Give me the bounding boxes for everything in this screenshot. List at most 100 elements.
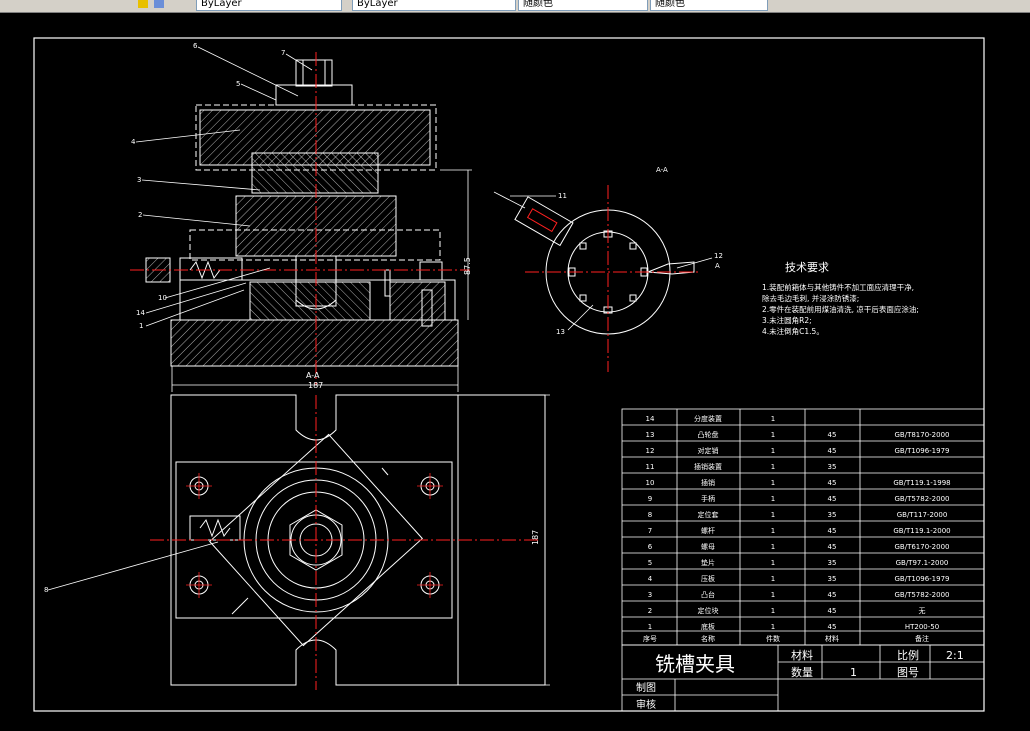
bom-cell: 10 — [646, 479, 655, 487]
bom-cell: 45 — [828, 495, 837, 503]
color-select[interactable]: ByLayer — [196, 0, 342, 11]
bom-cell: 9 — [648, 495, 652, 503]
bom-cell: 1 — [771, 511, 775, 519]
bom-cell: 凸台 — [701, 590, 715, 599]
bom-cell: GB/T8170-2000 — [894, 431, 949, 439]
tech-notes: 1.装配前箱体与其他铸件不加工面应清理干净, 除去毛边毛刺, 并浸涂防锈漆; 2… — [762, 282, 919, 336]
lineweight-select[interactable]: 随颜色 — [518, 0, 648, 11]
bom-cell: 底板 — [701, 622, 715, 631]
bom-header-cell: 序号 — [643, 634, 657, 643]
bom-cell: 2 — [648, 607, 652, 615]
bom-cell: GB/T5782-2000 — [894, 495, 949, 503]
bom-cell: 3 — [648, 591, 652, 599]
bom-cell: 插销 — [701, 478, 715, 487]
label-13: 13 — [556, 328, 565, 336]
bom-header-cell: 备注 — [915, 634, 929, 643]
bom-cell: 14 — [646, 415, 655, 423]
label-11: 11 — [558, 192, 567, 200]
bom-cell: 45 — [828, 447, 837, 455]
tech-note-5: 4.未注倒角C1.5。 — [762, 326, 824, 336]
bom-cell: 6 — [648, 543, 653, 551]
label-6: 6 — [193, 42, 198, 50]
bom-cell: 1 — [771, 607, 775, 615]
drawing-no-label: 图号 — [897, 666, 919, 679]
bom-cell: 凸轮盘 — [698, 430, 719, 439]
label-1: 1 — [139, 322, 143, 330]
bom-cell: 35 — [828, 463, 837, 471]
dim-plan: 187 — [531, 530, 540, 545]
material-label: 材料 — [791, 648, 813, 662]
bom-cell: 定位套 — [698, 510, 719, 519]
drawing-frame — [33, 37, 985, 712]
bom-cell: 4 — [648, 575, 653, 583]
item-labels: 6 7 5 4 3 2 10 14 1 8 11 12 13 A-A A — [44, 42, 723, 594]
hole-centerlines — [186, 473, 443, 598]
bom-cell: 1 — [771, 527, 775, 535]
bom-cell: 1 — [771, 479, 775, 487]
qty-value: 1 — [850, 666, 857, 679]
bom-cell: 1 — [771, 623, 775, 631]
cam-disc-view — [514, 196, 695, 335]
bom-cell: 螺母 — [701, 542, 715, 551]
layer-state-icon[interactable] — [154, 0, 164, 8]
tech-title: 技术要求 — [785, 261, 829, 274]
scale-value: 2:1 — [946, 649, 964, 662]
section-label: A-A — [656, 166, 668, 174]
bom-cell: 螺杆 — [701, 526, 715, 535]
bom-table — [621, 408, 985, 646]
bom-cell: 1 — [771, 543, 775, 551]
cad-toolbar: ByLayer ByLayer 随颜色 随颜色 — [0, 0, 1030, 13]
tech-note-4: 3.未注圆角R2; — [762, 315, 812, 325]
qty-label: 数量 — [791, 666, 813, 679]
bom-cell: 45 — [828, 623, 837, 631]
drawing-svg: 87.5 A-A 187 187 6 7 5 4 3 2 10 14 1 8 1… — [33, 37, 985, 712]
label-3: 3 — [137, 176, 141, 184]
label-7: 7 — [281, 49, 285, 57]
bom-cell: 11 — [646, 463, 655, 471]
bom-cell: 1 — [771, 415, 775, 423]
scale-label: 比例 — [897, 648, 919, 662]
bom-header-cell: 名称 — [701, 634, 715, 643]
bom-cell: 8 — [648, 511, 652, 519]
bom-cell: 45 — [828, 527, 837, 535]
bom-cell: GB/T6170-2000 — [894, 543, 949, 551]
bom-cell: 1 — [771, 447, 775, 455]
bom-cell: 35 — [828, 559, 837, 567]
bom-cell: HT200-50 — [905, 623, 939, 631]
layer-icon[interactable] — [138, 0, 148, 8]
bom-cell: GB/T119.1-2000 — [893, 527, 950, 535]
label-2: 2 — [138, 211, 142, 219]
dim-height: 87.5 — [463, 257, 472, 275]
bom-cell: 1 — [771, 559, 775, 567]
tech-note-1: 1.装配前箱体与其他铸件不加工面应清理干净, — [762, 282, 914, 292]
bom-cell: 45 — [828, 607, 837, 615]
bom-cell: 1 — [771, 431, 775, 439]
draw-label: 制图 — [636, 681, 656, 694]
label-12: 12 — [714, 252, 723, 260]
bom-cell: 35 — [828, 575, 837, 583]
bom-cell: 1 — [648, 623, 652, 631]
bom-cell: 垫片 — [701, 558, 715, 567]
bom-cell: GB/T1096-1979 — [894, 575, 949, 583]
bom-cell: 1 — [771, 575, 775, 583]
label-8: 8 — [44, 586, 48, 594]
bom-cell: GB/T5782-2000 — [894, 591, 949, 599]
bom-cell: 1 — [771, 495, 775, 503]
section-label-lower: A-A — [306, 371, 320, 380]
bom-cell: 无 — [919, 607, 926, 615]
plotstyle-select[interactable]: 随颜色 — [650, 0, 768, 11]
drawing-canvas[interactable]: 87.5 A-A 187 187 6 7 5 4 3 2 10 14 1 8 1… — [0, 13, 1030, 731]
bom-cell: 45 — [828, 543, 837, 551]
bom-cell: GB/T117-2000 — [897, 511, 948, 519]
bom-cell: 35 — [828, 511, 837, 519]
bom-cell: 45 — [828, 479, 837, 487]
bom-cell: 12 — [646, 447, 655, 455]
tech-note-2: 除去毛边毛刺, 并浸涂防锈漆; — [762, 293, 859, 303]
label-14: 14 — [136, 309, 145, 317]
linetype-select[interactable]: ByLayer — [352, 0, 516, 11]
bom-cell: 分度装置 — [694, 414, 722, 423]
bom-cell: 压板 — [701, 574, 715, 583]
bom-cell: GB/T119.1-1998 — [893, 479, 950, 487]
view-label-a: A — [715, 262, 720, 270]
dim-width: 187 — [308, 381, 323, 390]
